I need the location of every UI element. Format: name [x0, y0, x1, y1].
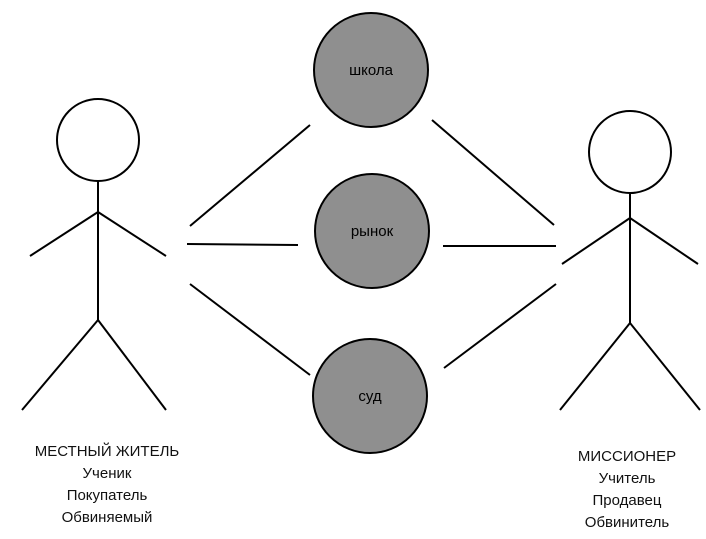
left-actor-title: МЕСТНЫЙ ЖИТЕЛЬ: [34, 443, 180, 460]
left-actor-role: Обвиняемый: [61, 509, 153, 526]
link-left-school: [189, 124, 311, 227]
left-actor-left-leg: [21, 319, 99, 411]
left-actor-role: Ученик: [82, 465, 132, 482]
right-actor-right-arm: [629, 217, 699, 265]
left-actor-figure: [21, 98, 167, 411]
left-actor-left-arm: [29, 211, 99, 257]
school-circle: [313, 12, 429, 128]
right-actor-head: [588, 110, 672, 194]
court-label: суд: [358, 388, 382, 405]
link-right-court: [443, 283, 557, 369]
place-node-court: суд: [312, 338, 428, 454]
link-left-court: [189, 283, 311, 376]
right-actor-role: Обвинитель: [584, 514, 670, 531]
place-node-market: рынок: [314, 173, 430, 289]
connector-lines: [186, 119, 557, 376]
right-actor-left-arm: [561, 217, 631, 265]
right-actor-figure: [559, 110, 701, 411]
link-right-school: [431, 119, 555, 226]
left-actor-head: [56, 98, 140, 182]
right-actor-right-leg: [629, 322, 701, 411]
link-left-market: [186, 243, 299, 246]
right-actor-left-leg: [559, 322, 631, 411]
right-actor-role: Учитель: [598, 470, 656, 487]
left-actor-right-arm: [97, 211, 167, 257]
market-label: рынок: [351, 223, 394, 240]
right-actor-title: МИССИОНЕР: [577, 448, 677, 465]
right-actor-role: Продавец: [592, 492, 662, 509]
left-actor-right-leg: [97, 319, 167, 411]
place-node-school: школа: [313, 12, 429, 128]
left-actor-role: Покупатель: [66, 487, 148, 504]
market-circle: [314, 173, 430, 289]
left-actor-caption: МЕСТНЫЙ ЖИТЕЛЬ Ученик Покупатель Обвиняе…: [2, 441, 212, 529]
school-label: школа: [349, 62, 394, 79]
court-circle: [312, 338, 428, 454]
right-actor-caption: МИССИОНЕР Учитель Продавец Обвинитель: [552, 446, 702, 534]
